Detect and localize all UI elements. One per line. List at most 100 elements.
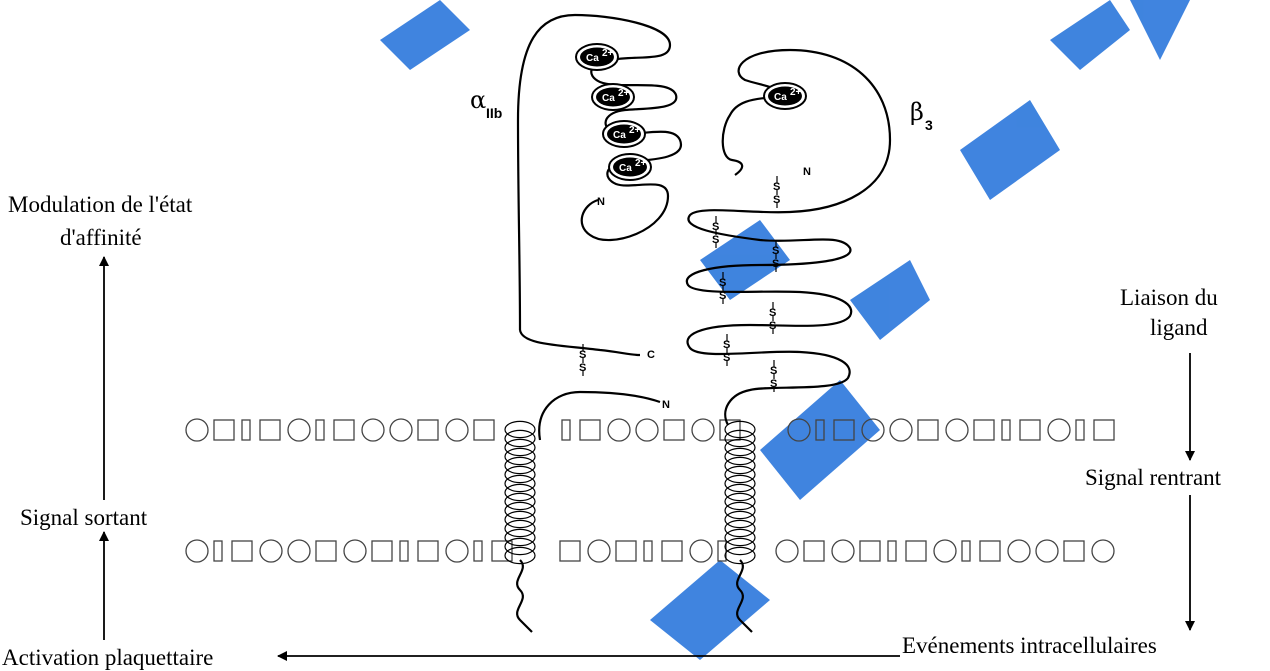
- lipid-head: [260, 420, 280, 440]
- lipid-head: [662, 541, 682, 561]
- beta-symbol: β: [910, 98, 924, 126]
- calcium-ion-icon: Ca2+: [609, 154, 651, 180]
- lipid-head: [334, 420, 354, 440]
- activation-label: Activation plaquettaire: [2, 645, 213, 670]
- helix-turn: [505, 421, 535, 437]
- lipid-head: [242, 420, 250, 440]
- helix-turn: [725, 511, 755, 527]
- lipid-head: [636, 419, 658, 441]
- calcium-ion-icon: Ca2+: [592, 84, 634, 110]
- lipid-head: [186, 419, 208, 441]
- lipid-head: [288, 540, 310, 562]
- lipid-head: [1048, 419, 1070, 441]
- modulation-label-line2: d'affinité: [60, 225, 142, 250]
- sulfur-atom: S: [719, 290, 726, 302]
- helix-turn: [505, 493, 535, 509]
- alpha-iib-subunit: [518, 15, 681, 440]
- beta-n-terminus-label: N: [803, 166, 811, 178]
- helix-turn: [505, 475, 535, 491]
- helix-turn: [505, 538, 535, 554]
- lipid-head: [492, 541, 512, 561]
- lipid-head: [918, 420, 938, 440]
- lipid-head: [1020, 420, 1040, 440]
- lipid-head: [890, 419, 912, 441]
- lipid-head: [418, 541, 438, 561]
- calcium-label: Ca: [586, 53, 599, 64]
- sulfur-atom: S: [712, 221, 719, 233]
- lipid-head: [934, 540, 956, 562]
- helix-turn: [725, 493, 755, 509]
- lipid-head: [664, 420, 684, 440]
- lipid-head: [474, 541, 482, 561]
- evenements-label: Evénements intracellulaires: [902, 633, 1157, 658]
- lipid-head: [260, 540, 282, 562]
- helix-turn: [505, 430, 535, 446]
- lipid-head: [1002, 420, 1010, 440]
- beta-subscript: 3: [925, 117, 933, 133]
- sulfur-atom: S: [719, 277, 726, 289]
- calcium-label: Ca: [619, 163, 632, 174]
- lipid-head: [214, 541, 222, 561]
- sulfur-atom: S: [772, 258, 779, 270]
- helix-turn: [725, 529, 755, 545]
- calcium-charge: 2+: [602, 48, 614, 59]
- alpha-n-terminus-label: N: [597, 196, 605, 208]
- disulfide-bridge: SS: [719, 272, 726, 304]
- lipid-head: [588, 540, 610, 562]
- helix-turn: [725, 457, 755, 473]
- lipid-head: [562, 420, 570, 440]
- helix-turn: [505, 439, 535, 455]
- helix-turn: [505, 484, 535, 500]
- beta-3-label: β 3: [910, 98, 933, 133]
- sulfur-atom: S: [772, 245, 779, 257]
- lipid-head: [832, 540, 854, 562]
- lipid-head: [418, 420, 438, 440]
- calcium-charge: 2+: [618, 88, 630, 99]
- disulfide-bridge: SS: [773, 176, 780, 208]
- lipid-head: [316, 541, 336, 561]
- lipid-head: [776, 540, 798, 562]
- sulfur-atom: S: [770, 365, 777, 377]
- alpha-lower-n-terminus-label: N: [662, 399, 670, 411]
- lipid-head: [980, 541, 1000, 561]
- helix-turn: [725, 502, 755, 518]
- disulfide-bridge: SS: [579, 344, 586, 376]
- lipid-head: [344, 540, 366, 562]
- sulfur-atom: S: [773, 194, 780, 206]
- sulfur-atom: S: [769, 307, 776, 319]
- lipid-head: [974, 420, 994, 440]
- lipid-head: [946, 419, 968, 441]
- lipid-head: [616, 541, 636, 561]
- alpha-transmembrane-helix: [505, 421, 535, 563]
- sulfur-atom: S: [579, 362, 586, 374]
- calcium-label: Ca: [602, 93, 615, 104]
- disulfide-bridge: SS: [712, 216, 719, 248]
- alpha-c-terminus-label: C: [647, 349, 655, 361]
- calcium-charge: 2+: [629, 125, 641, 136]
- sulfur-atom: S: [723, 352, 730, 364]
- helix-turn: [505, 511, 535, 527]
- calcium-label: Ca: [774, 92, 787, 103]
- alpha-cytoplasmic-tail: [517, 560, 532, 632]
- disulfide-bridge: SS: [723, 334, 730, 366]
- lipid-head: [446, 540, 468, 562]
- lipid-head: [1036, 540, 1058, 562]
- lipid-head: [906, 541, 926, 561]
- lipid-head: [1092, 540, 1114, 562]
- modulation-label-line1: Modulation de l'état: [8, 192, 193, 217]
- sulfur-atom: S: [712, 234, 719, 246]
- signal-rentrant-label: Signal rentrant: [1085, 465, 1222, 490]
- lipid-head: [1076, 420, 1084, 440]
- lipid-head: [560, 541, 580, 561]
- lipid-head: [362, 419, 384, 441]
- lipid-head: [804, 541, 824, 561]
- disulfide-bridge: SS: [772, 240, 779, 272]
- sulfur-atom: S: [769, 320, 776, 332]
- helix-turn: [505, 529, 535, 545]
- helix-turn: [505, 457, 535, 473]
